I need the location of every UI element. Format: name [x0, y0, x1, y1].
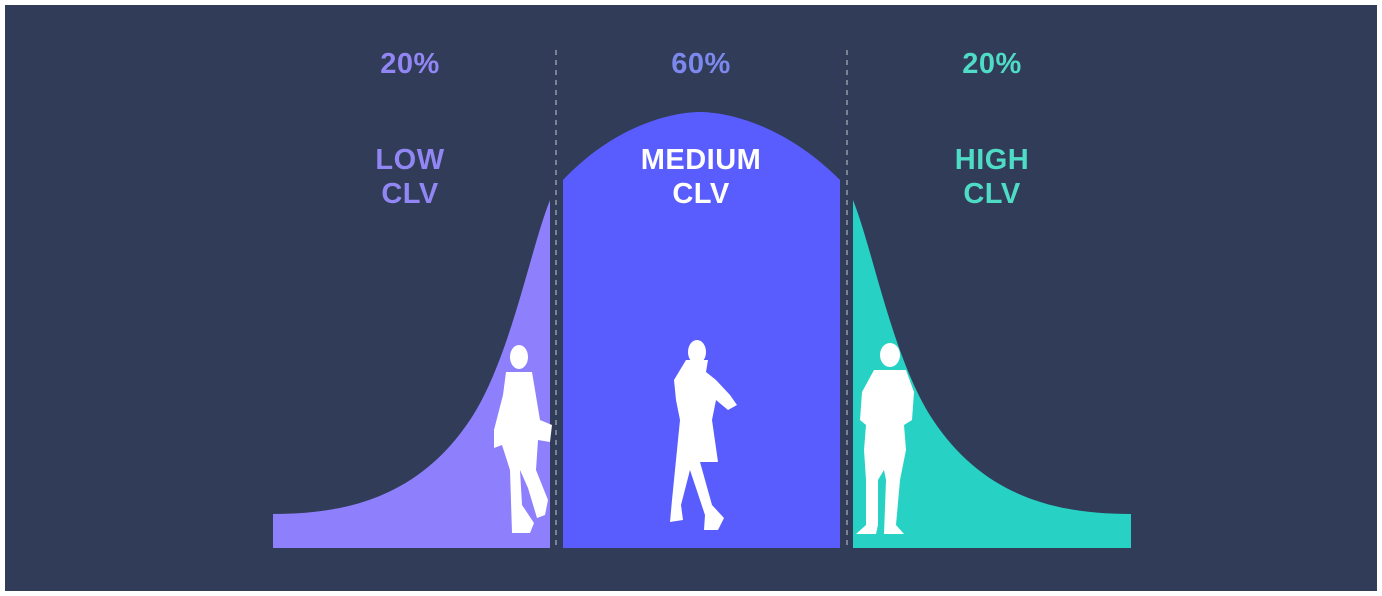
low-clv-region: [273, 200, 550, 548]
high-clv-title-line2: CLV: [963, 178, 1021, 210]
medium-clv-title-line1: MEDIUM: [640, 144, 762, 176]
man-leaning-silhouette-icon: [494, 345, 552, 533]
high-percent-label: 20%: [962, 48, 1022, 80]
high-clv-title-line1: HIGH: [954, 144, 1030, 176]
medium-clv-title: MEDIUM CLV: [591, 143, 811, 211]
medium-percent-label: 60%: [671, 48, 731, 80]
high-clv-title: HIGH CLV: [882, 143, 1102, 211]
man-arms-crossed-silhouette-icon: [856, 343, 914, 534]
low-clv-title: LOW CLV: [300, 143, 520, 211]
medium-clv-title-line2: CLV: [672, 178, 730, 210]
medium-clv-region: [563, 112, 840, 548]
high-clv-region: [853, 200, 1131, 548]
low-percent-label: 20%: [380, 48, 440, 80]
low-clv-title-line2: CLV: [381, 178, 439, 210]
woman-posing-silhouette-icon: [670, 340, 737, 530]
low-clv-title-line1: LOW: [375, 144, 445, 176]
